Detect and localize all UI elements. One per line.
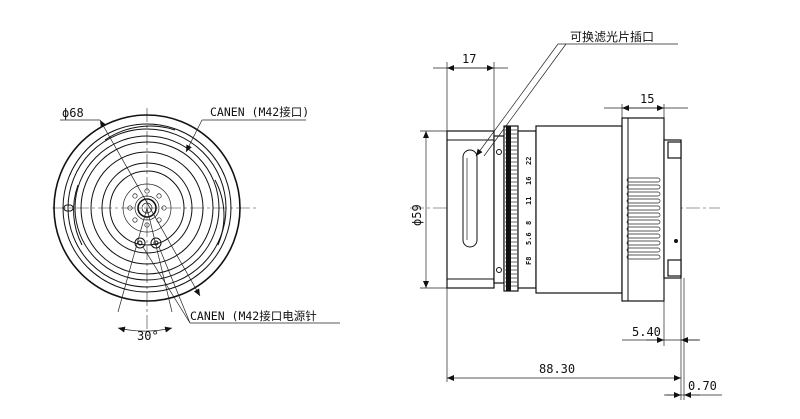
- filter-slot: [462, 149, 478, 248]
- cooling-fin: [626, 233, 661, 239]
- flange-tab-bottom: [667, 259, 682, 277]
- aperture-scale: F8 5.6 8 11 16 22: [525, 157, 533, 265]
- ring-screw-bottom: [496, 267, 502, 273]
- filter-callout-leader-2: [483, 43, 567, 157]
- flange-pin: [674, 239, 678, 243]
- angle-label: 30°: [137, 329, 159, 343]
- mount-callout: CANEN (M42接口): [210, 105, 309, 119]
- dim-flange: 5.40: [632, 325, 661, 339]
- angle-line-right: [146, 207, 173, 313]
- dim-total: 88.30: [539, 362, 575, 376]
- flange-tab-top: [667, 141, 682, 159]
- rear-flange: [663, 139, 682, 279]
- cooling-fin: [626, 226, 661, 232]
- aperture-scale-label: 22: [525, 157, 533, 165]
- pin-callout: CANEN (M42接口电源针: [190, 309, 317, 323]
- front-diameter-label: ϕ68: [62, 106, 84, 120]
- bayonet-arc-left: [73, 184, 83, 246]
- mount-callout-leader: [185, 119, 203, 153]
- aperture-scale-label: 8: [525, 221, 533, 225]
- dim-gap: 0.70: [688, 379, 717, 393]
- rear-body: [621, 117, 665, 302]
- cooling-fin: [626, 184, 661, 190]
- ring-screw-top: [496, 149, 502, 155]
- locking-slot: [63, 204, 74, 212]
- cooling-fin: [626, 191, 661, 197]
- cooling-fin: [626, 205, 661, 211]
- dim-rear: 15: [640, 92, 654, 106]
- aperture-scale-label: 5.6: [525, 232, 533, 245]
- main-body: [535, 125, 623, 294]
- angle-line-left: [117, 207, 148, 313]
- outer-ring: [53, 114, 241, 302]
- mount-hole: [132, 193, 138, 199]
- side-diameter-label: ϕ59: [410, 204, 424, 226]
- bayonet-arc-right: [214, 179, 225, 246]
- pin-callout-leader-1: [142, 246, 191, 324]
- aperture-knurling: [505, 126, 517, 291]
- front-barrel: [446, 130, 495, 289]
- cooling-fin: [626, 212, 661, 218]
- aperture-scale-label: F8: [525, 257, 533, 265]
- side-view: F8 5.6 8 11 16 22 可换滤光片插口 17 15: [410, 30, 722, 400]
- transition-ring: [493, 135, 505, 284]
- aperture-scale-label: 11: [525, 197, 533, 205]
- cooling-fin: [626, 198, 661, 204]
- dia68-leader: [99, 119, 201, 297]
- aperture-scale-label: 16: [525, 177, 533, 185]
- pin-callout-leader-2: [158, 246, 191, 324]
- front-view: ϕ68 CANEN (M42接口) CANEN (M42接口电源针 30°: [52, 105, 340, 343]
- filter-slot-callout: 可换滤光片插口: [570, 30, 654, 44]
- cooling-fin: [626, 254, 661, 260]
- dim-front: 17: [462, 52, 476, 66]
- cooling-fin: [626, 177, 661, 183]
- cooling-fin: [626, 247, 661, 253]
- cooling-fin: [626, 219, 661, 225]
- angle-arc: [117, 326, 173, 333]
- knurl-shadow: [506, 126, 511, 291]
- filter-callout-leader: [475, 43, 559, 157]
- mount-hole: [156, 193, 162, 199]
- mount-hole: [132, 217, 138, 223]
- cooling-fin: [626, 240, 661, 246]
- cooling-fins: [626, 177, 661, 260]
